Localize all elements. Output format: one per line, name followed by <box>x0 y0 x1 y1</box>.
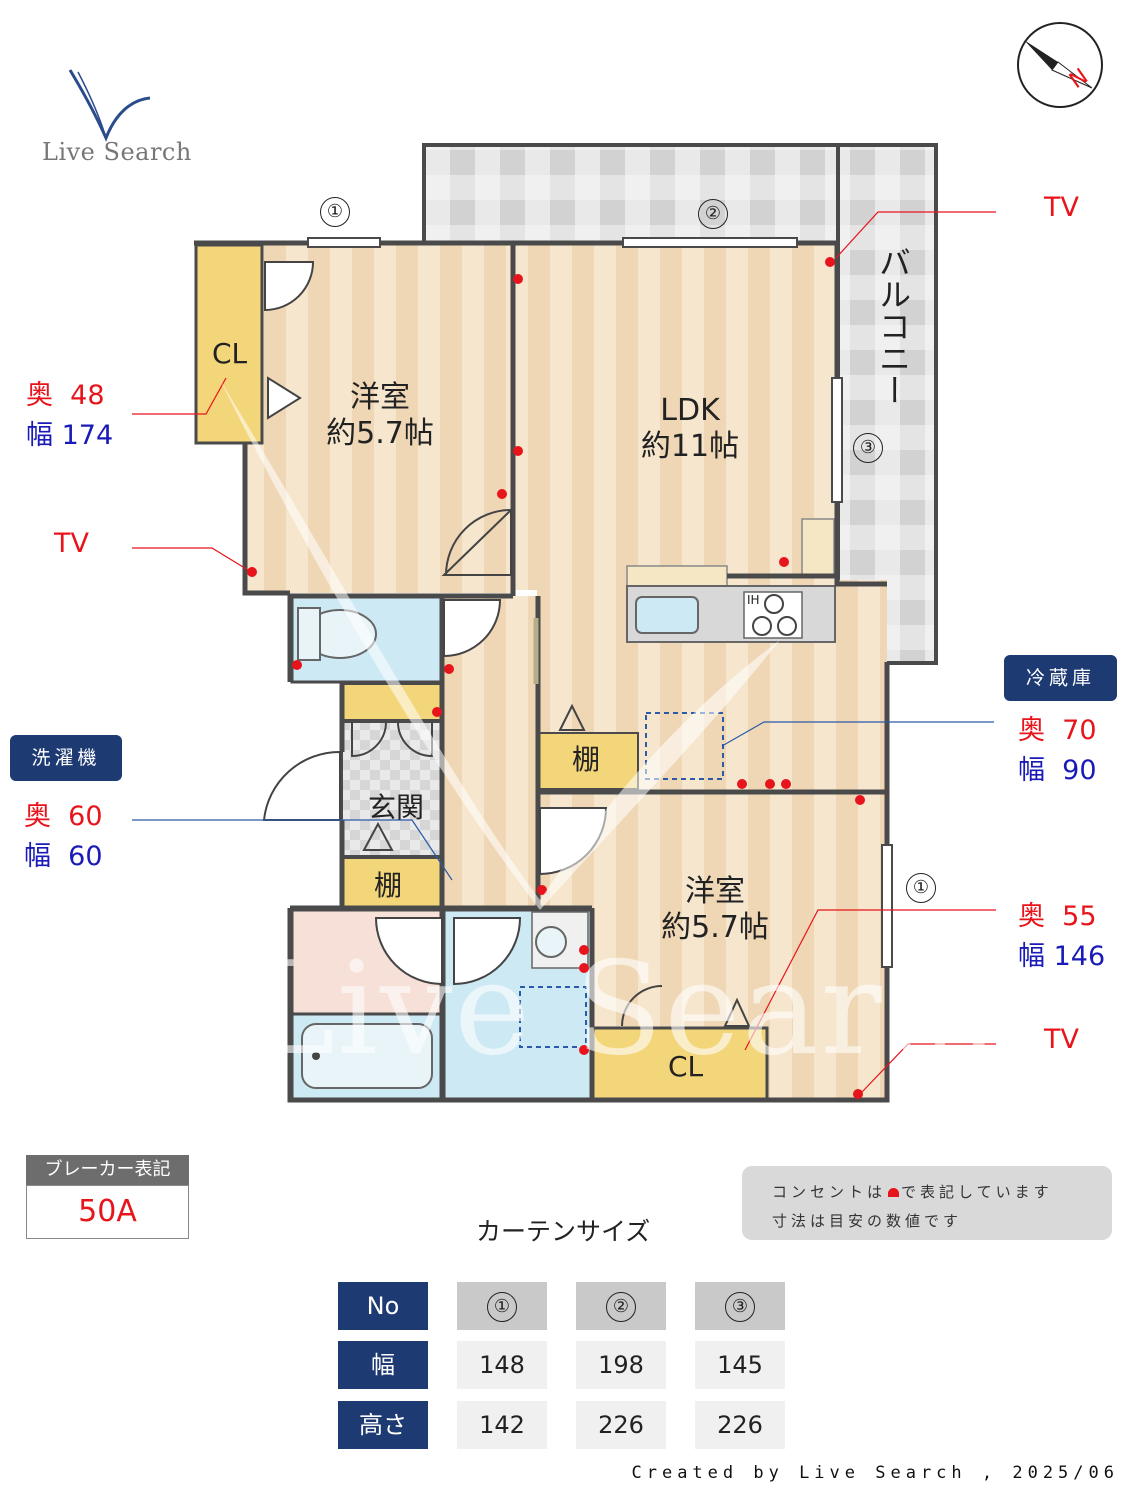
entrance-label: 玄関 <box>368 791 425 824</box>
breaker-value: 50A <box>26 1185 189 1239</box>
ih-label: IH <box>747 593 760 607</box>
window-marker-1-right: ① <box>906 873 936 903</box>
curtain-col-3-no: ③ <box>695 1282 785 1330</box>
ldk-label: LDK 約11帖 <box>620 393 760 465</box>
logo-v-icon <box>68 69 151 142</box>
room-name: 洋室 <box>350 380 410 415</box>
closet-2-label: CL <box>668 1050 704 1083</box>
curtain-col-1-width: 148 <box>457 1341 547 1389</box>
compass-icon: N <box>1017 22 1103 108</box>
room-size: 約11帖 <box>640 429 740 464</box>
windows <box>307 237 893 968</box>
doors <box>262 261 663 1027</box>
closet2-width: 幅 146 <box>1018 941 1106 972</box>
washer-tag: 洗濯機 <box>10 735 122 781</box>
fridge-width: 幅 90 <box>1018 755 1097 786</box>
washer-width: 幅 60 <box>24 841 103 872</box>
curtain-col-3-height: 226 <box>695 1401 785 1449</box>
credit-text: Created by Live Search , 2025/06 <box>631 1463 1119 1483</box>
closet-2-floor <box>590 1026 769 1102</box>
room-name: 洋室 <box>685 874 745 909</box>
logo-text: Live Search <box>42 138 192 166</box>
curtain-row-header-height: 高さ <box>338 1401 428 1449</box>
window-marker-1-top: ① <box>320 197 350 227</box>
ldk-floor <box>513 245 837 590</box>
curtain-col-3-width: 145 <box>695 1341 785 1389</box>
note-line-2: 寸法は目安の数値です <box>772 1212 963 1230</box>
tv-label-bottom-right: TV <box>1044 1024 1079 1055</box>
curtain-col-1-height: 142 <box>457 1401 547 1449</box>
washer-depth: 奥 60 <box>24 801 103 832</box>
balcony-label: バルコニー <box>874 246 912 406</box>
outlet-markers <box>247 257 865 1099</box>
room-size: 約5.7帖 <box>326 416 434 451</box>
room-name: LDK <box>660 393 720 428</box>
room-size: 約5.7帖 <box>661 910 769 945</box>
curtain-col-2-width: 198 <box>576 1341 666 1389</box>
fridge-tag: 冷蔵庫 <box>1004 655 1117 701</box>
watermark-text: Live Search <box>250 935 1042 1084</box>
watermark-swoosh <box>220 380 780 910</box>
shelf-1-floor <box>537 732 639 790</box>
window-marker-2-top: ② <box>698 199 728 229</box>
western-room-1-label: 洋室 約5.7帖 <box>310 380 450 452</box>
tv-label-left: TV <box>54 528 89 559</box>
breaker-label: ブレーカー表記 <box>26 1155 189 1185</box>
closet-width: 幅 174 <box>26 420 114 451</box>
tv-label-top-right: TV <box>1044 192 1079 223</box>
shelf-2-label: 棚 <box>374 869 403 902</box>
curtain-col-2-no: ② <box>576 1282 666 1330</box>
leader-lines <box>132 211 996 1093</box>
window-marker-3-right: ③ <box>853 433 883 463</box>
outlet-icon <box>888 1188 900 1197</box>
curtain-row-header-no: No <box>338 1282 428 1330</box>
curtain-col-1-no: ① <box>457 1282 547 1330</box>
closet-depth: 奥 48 <box>26 380 105 411</box>
closet-1-label: CL <box>212 337 248 370</box>
note-line-1: コンセントはで表記しています <box>772 1183 1053 1201</box>
closet2-depth: 奥 55 <box>1018 901 1097 932</box>
curtain-title: カーテンサイズ <box>476 1217 651 1246</box>
western-room-2-label: 洋室 約5.7帖 <box>645 874 785 946</box>
fridge-depth: 奥 70 <box>1018 715 1097 746</box>
notes-box: コンセントはで表記しています 寸法は目安の数値です <box>742 1166 1112 1240</box>
shelf-1-label: 棚 <box>572 743 601 776</box>
curtain-col-2-height: 226 <box>576 1401 666 1449</box>
curtain-row-header-width: 幅 <box>338 1341 428 1389</box>
